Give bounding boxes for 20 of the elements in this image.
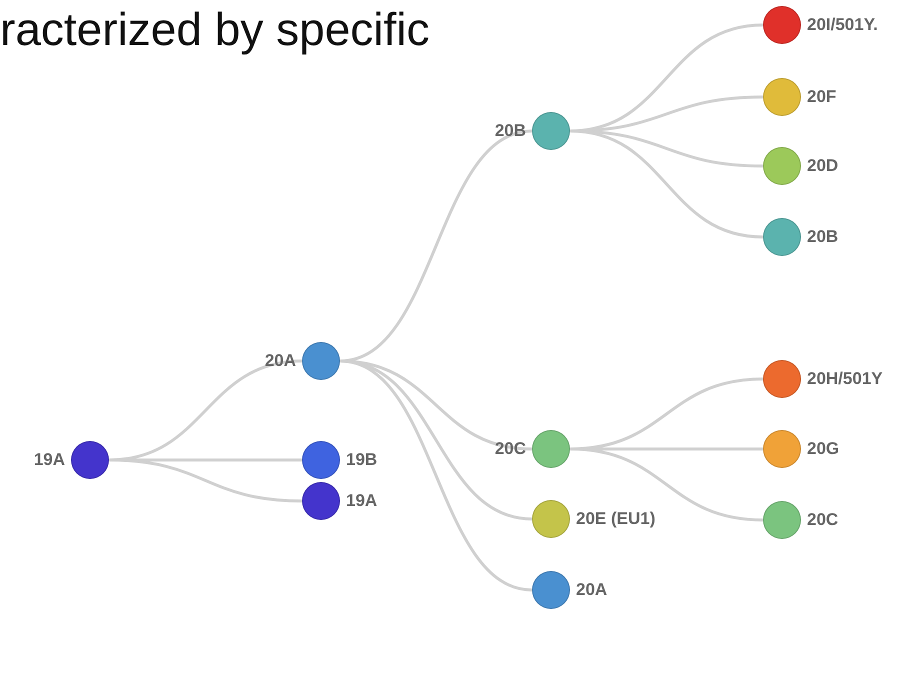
clade-label: 20F — [807, 87, 836, 107]
clade-label: 20B — [494, 121, 526, 141]
clade-label: 20B — [807, 227, 838, 247]
clade-label: 20C — [807, 510, 838, 530]
branch-line — [570, 130, 764, 238]
clade-label: 20H/501Y — [807, 369, 883, 389]
clade-label: 20C — [494, 439, 526, 459]
branch-line — [570, 448, 764, 522]
clade-label: 20E (EU1) — [576, 509, 656, 529]
clade-label: 20A — [264, 351, 296, 371]
clade-label: 19A — [346, 491, 378, 511]
branch-line — [108, 458, 302, 502]
clade-label: 20A — [576, 580, 608, 600]
branch-line — [340, 360, 532, 592]
clade-label: 20D — [807, 156, 838, 176]
clade-label: 20I/501Y. — [807, 15, 878, 35]
clade-label: 19A — [34, 450, 65, 470]
clade-label: 20G — [807, 439, 840, 459]
clade-label: 19B — [346, 450, 378, 470]
heading: racterized by specific — [0, 2, 430, 56]
